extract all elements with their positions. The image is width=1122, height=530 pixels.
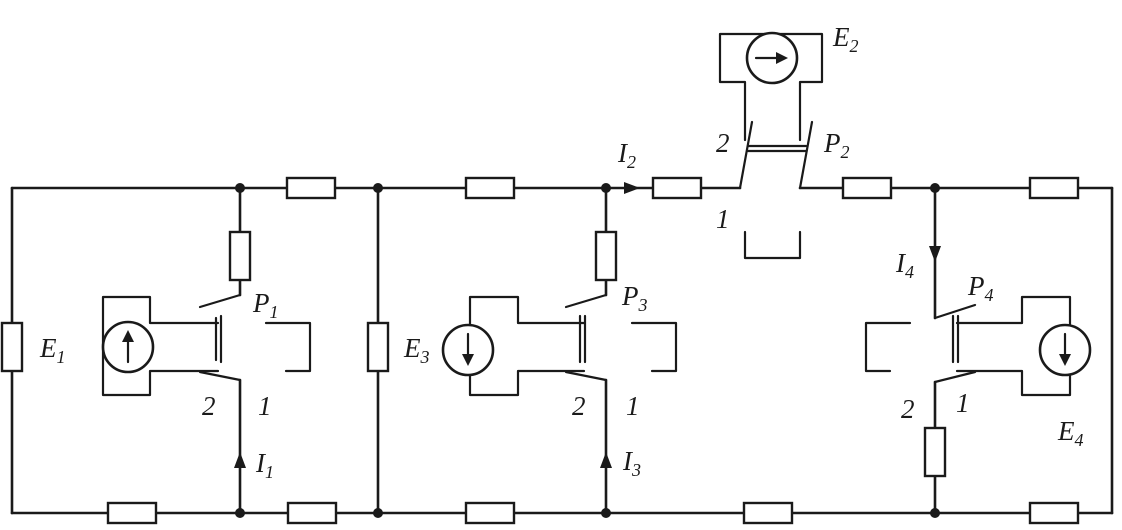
resistors	[0, 176, 1080, 525]
relay-p3-blade-top	[564, 293, 608, 309]
label-e3: E3	[403, 333, 430, 367]
label-p4: P4	[967, 271, 994, 305]
resistor-bottom-2	[286, 501, 338, 525]
label-i4: I4	[895, 248, 914, 282]
relay-p3-blade-bottom	[564, 370, 608, 382]
current-i2-arrow-icon	[624, 182, 640, 194]
node	[235, 508, 245, 518]
label-p3: P3	[621, 281, 648, 315]
label-e2: E2	[832, 22, 859, 56]
label-i1: I1	[255, 448, 274, 482]
label-p2: P2	[823, 128, 850, 162]
pos-2-relay-p1: 2	[202, 391, 216, 421]
resistor-bottom-5	[1028, 501, 1080, 525]
labels: E1 E2 E3 E4 P1 P2 P3 P4 I1 I2 I3 I4 2 1 …	[39, 22, 1084, 482]
resistor-left-edge	[0, 321, 24, 373]
node	[235, 183, 245, 193]
resistor-bottom-1	[106, 501, 158, 525]
resistor-branch-3	[594, 230, 618, 282]
resistor-branch-1	[228, 230, 252, 282]
pos-1-relay-p3: 1	[626, 391, 640, 421]
relay-p1-blade-bottom	[198, 370, 242, 382]
resistor-top-3	[651, 176, 703, 200]
node	[930, 183, 940, 193]
wires	[10, 186, 1114, 515]
node	[601, 183, 611, 193]
resistor-bottom-3	[464, 501, 516, 525]
resistor-bottom-4	[742, 501, 794, 525]
pos-2-relay-p2: 2	[716, 128, 730, 158]
resistor-top-1	[285, 176, 337, 200]
node	[601, 508, 611, 518]
relay-p2-assembly	[718, 31, 824, 260]
resistor-middle-vertical	[366, 321, 390, 373]
label-i2: I2	[617, 138, 636, 172]
current-arrows	[234, 182, 941, 468]
relay-p3-assembly	[441, 293, 678, 397]
node	[373, 508, 383, 518]
resistor-top-4	[841, 176, 893, 200]
relay-p4-blade-bottom	[933, 370, 977, 384]
label-e4: E4	[1057, 416, 1084, 450]
current-i3-arrow-icon	[600, 452, 612, 468]
resistor-top-5	[1028, 176, 1080, 200]
label-i3: I3	[622, 446, 641, 480]
pos-1-relay-p2: 1	[716, 204, 730, 234]
pos-2-relay-p3: 2	[572, 391, 586, 421]
current-i4-arrow-icon	[929, 246, 941, 262]
pos-2-relay-p4: 2	[901, 394, 915, 424]
relay-p4-assembly	[864, 295, 1092, 397]
relay-p4-blade-top	[933, 303, 977, 320]
current-i1-arrow-icon	[234, 452, 246, 468]
node	[930, 508, 940, 518]
label-p1: P1	[252, 288, 279, 322]
label-e1: E1	[39, 333, 66, 367]
junction-nodes	[235, 183, 940, 518]
resistor-top-2	[464, 176, 516, 200]
relay-p2-blade-left	[738, 120, 754, 190]
resistor-branch-4	[923, 426, 947, 478]
relay-p1-assembly	[101, 293, 312, 397]
relay-p2-blade-right	[798, 120, 814, 190]
pos-1-relay-p4: 1	[956, 388, 970, 418]
relay-p1-blade-top	[198, 293, 242, 309]
pos-1-relay-p1: 1	[258, 391, 272, 421]
node	[373, 183, 383, 193]
